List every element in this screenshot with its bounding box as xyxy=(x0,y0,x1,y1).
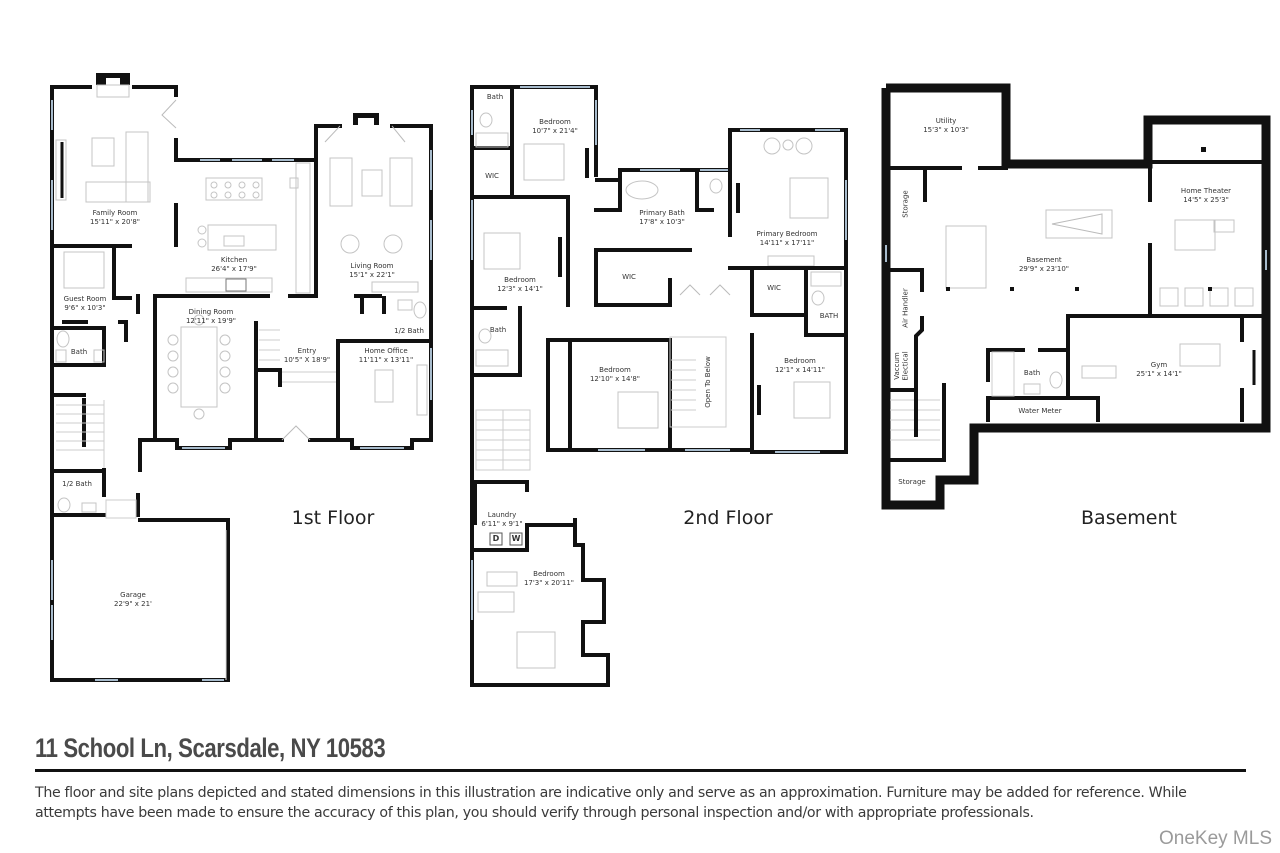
room-storage-a: Storage xyxy=(901,190,910,218)
disclaimer-text: The floor and site plans depicted and st… xyxy=(35,785,1187,821)
room-air-handler: Air Handler xyxy=(901,288,910,328)
room-wic-2c: WIC xyxy=(767,284,781,292)
room-storage-b: Storage xyxy=(898,478,926,486)
room-half-bath-left: 1/2 Bath xyxy=(62,480,92,488)
property-address: 11 School Ln, Scarsdale, NY 10583 xyxy=(35,733,386,763)
first-floor-plan xyxy=(50,73,433,682)
onekey-mls-watermark: OneKey MLS xyxy=(1159,828,1272,849)
room-wic-2b: WIC xyxy=(622,273,636,281)
dryer-label: D xyxy=(492,534,500,543)
room-half-bath-right: 1/2 Bath xyxy=(394,327,424,335)
open-to-below-label: Open To Below xyxy=(703,356,712,408)
floor-title-basement: Basement xyxy=(1081,507,1177,529)
floor-plans-drawing: .w { stroke:#111; stroke-width:4; fill:n… xyxy=(50,73,1271,687)
room-water-meter: Water Meter xyxy=(1018,407,1062,415)
room-bath-basement: Bath xyxy=(1023,369,1041,377)
room-bath-2a: Bath xyxy=(486,93,504,101)
second-floor-plan xyxy=(470,85,848,687)
room-electical: Electical xyxy=(901,351,910,381)
room-bath-first: Bath xyxy=(70,348,88,356)
room-bath-2c: Bath xyxy=(489,326,507,334)
washer-label: W xyxy=(511,534,521,543)
room-vaccum: Vaccum xyxy=(892,352,901,380)
footer-divider xyxy=(35,769,1246,772)
floor-title-second: 2nd Floor xyxy=(683,507,773,529)
basement-plan xyxy=(881,83,1271,510)
room-wic-2a: WIC xyxy=(485,172,499,180)
room-bath-2b: BATH xyxy=(819,312,839,320)
floor-title-first: 1st Floor xyxy=(291,507,375,529)
